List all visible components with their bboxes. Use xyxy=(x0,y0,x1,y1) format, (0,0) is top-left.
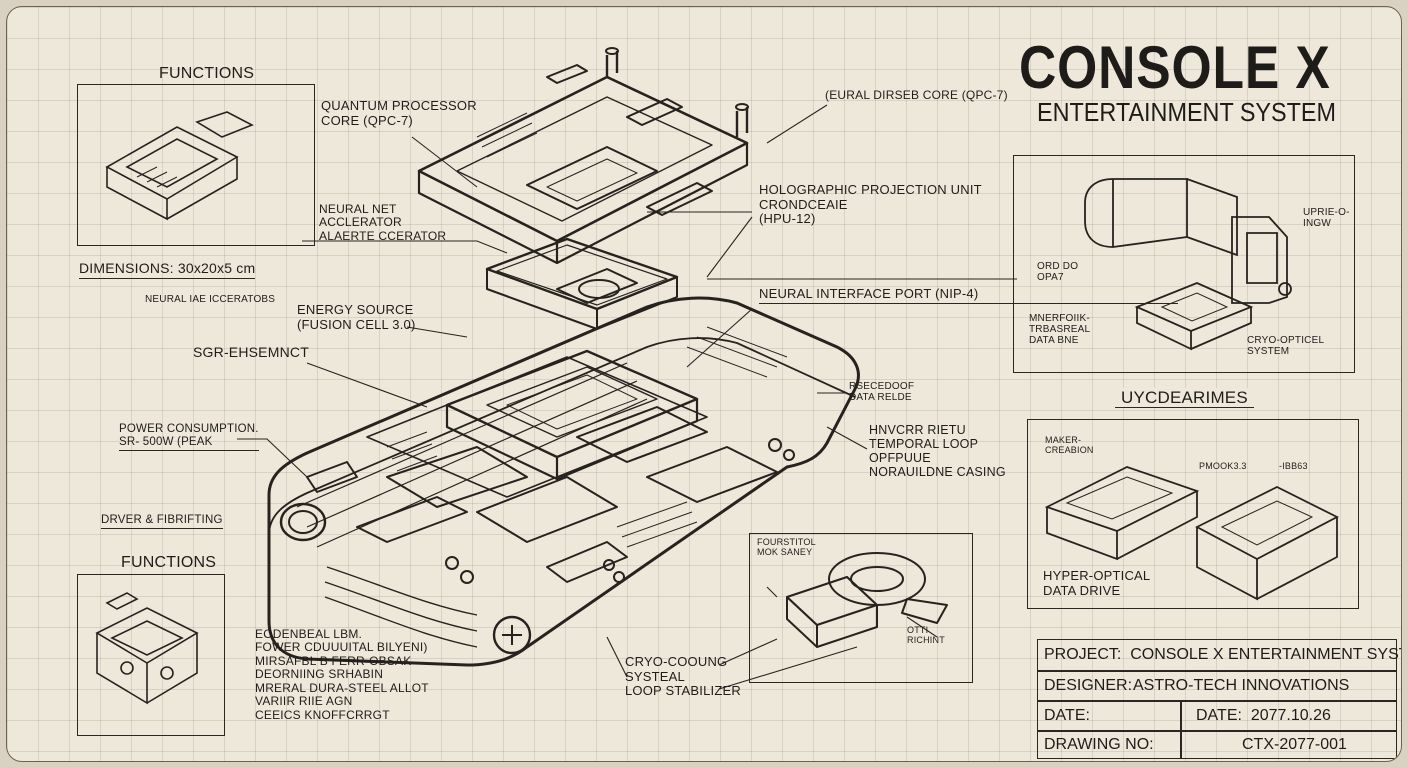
fourstitol-label: FOURSTITOL MOK SANEY xyxy=(757,537,816,558)
tb-date-label: DATE: xyxy=(1037,701,1181,731)
dimensions-label: DIMENSIONS: 30x20x5 cm xyxy=(79,260,256,279)
maker-label: MAKER- CREABION xyxy=(1045,435,1094,456)
cryo-cooling-label: CRYO-COOUNG SYSTEAL LOOP STABILIZER xyxy=(625,654,741,699)
tb-drawing-label: DRAWING NO: xyxy=(1037,731,1181,759)
title-subtitle: ENTERTAINMENT SYSTEM xyxy=(1037,97,1337,127)
driver-label: DRVER & FIBRIFTING xyxy=(101,514,223,529)
temporal-loop-label: HNVCRR RIETU TEMPORAL LOOP OPFPUUE NORAU… xyxy=(869,423,1006,479)
sgr-label: SGR-EHSEMNCT xyxy=(193,344,309,360)
cryo-optical-label: CRYO-OPTICEL SYSTEM xyxy=(1247,335,1325,358)
neural-net-label: NEURAL NET ACCLERATOR ALAERTE CCERATOR xyxy=(319,202,447,243)
functions-top-label: FUNCTIONS xyxy=(159,65,255,82)
hyper-optical-label: HYPER-OPTICAL DATA DRIVE xyxy=(1043,568,1151,598)
cryo-detail-frame xyxy=(749,533,973,683)
functions-bottom-sketch xyxy=(95,592,199,705)
ibb-label: -IBB63 xyxy=(1279,461,1308,471)
title-main: CONSOLE X xyxy=(1019,34,1331,101)
mnerfolk-label: MNERFOIIK- TRBASREAL DATA BNE xyxy=(1029,313,1091,347)
uprie-label: UPRIE-O- INGW xyxy=(1303,207,1350,230)
right-mid-frame xyxy=(1027,419,1359,609)
mid-panel-heading: UYCDEARIMES xyxy=(1115,388,1254,409)
tb-project: PROJECT: CONSOLE X ENTERTAINMENT SYSTEM xyxy=(1037,639,1401,671)
console-body xyxy=(267,296,860,667)
console-exploded-drawing xyxy=(95,47,1339,705)
processor-chip xyxy=(445,349,699,481)
right-top-frame xyxy=(1013,155,1355,373)
tb-designer-value: ASTRO-TECH INNOVATIONS xyxy=(1127,671,1397,701)
tb-date-value: DATE: 2077.10.26 xyxy=(1181,701,1397,731)
cryo-cooling-unit xyxy=(785,552,948,648)
functions-top-sketch xyxy=(105,111,254,221)
power-consumption-label: POWER CONSUMPTION. SR- 500W (PEAK xyxy=(119,423,259,451)
top-lid-assembly xyxy=(417,47,749,265)
tb-drawing-value: CTX-2077-001 xyxy=(1181,731,1397,759)
functions-bottom-frame xyxy=(77,574,225,736)
energy-source-label: ENERGY SOURCE (FUSION CELL 3.0) xyxy=(297,302,416,332)
right-top-sketch xyxy=(1084,178,1292,351)
neural-interface-label: NEURAL INTERFACE PORT (NIP-4) xyxy=(759,286,1179,304)
quantum-core-top-label: (EURAL DIRSEB CORE (QPC-7) xyxy=(825,88,1008,102)
holographic-label: HOLOGRAPHIC PROJECTION UNIT CRONDCEAIE (… xyxy=(759,182,982,227)
ord-label: ORD DO OPA7 xyxy=(1037,261,1079,284)
rsecedoof-label: RSECEDOOF DATA RELDE xyxy=(849,381,915,404)
right-mid-sketch xyxy=(1044,466,1339,601)
pmooo-label: PMOOK3.3 xyxy=(1199,461,1247,471)
projection-frame xyxy=(485,237,679,330)
otti-label: OTTI RICHINT xyxy=(907,625,945,646)
leader-lines xyxy=(237,104,1017,690)
quantum-processor-label: QUANTUM PROCESSOR CORE (QPC-7) xyxy=(321,98,477,128)
tb-designer-label: DESIGNER: xyxy=(1037,671,1132,701)
functions-top-frame xyxy=(77,84,315,246)
materials-list: EODENBEAL LBM. FOWER CDUUUITAL BILYENI) … xyxy=(255,627,429,722)
blueprint-sheet: CONSOLE X ENTERTAINMENT SYSTEM FUNCTIONS… xyxy=(6,6,1402,762)
functions-bottom-label: FUNCTIONS xyxy=(121,554,217,571)
neural-accel-note: NEURAL IAE ICCERATOBS xyxy=(145,294,276,305)
